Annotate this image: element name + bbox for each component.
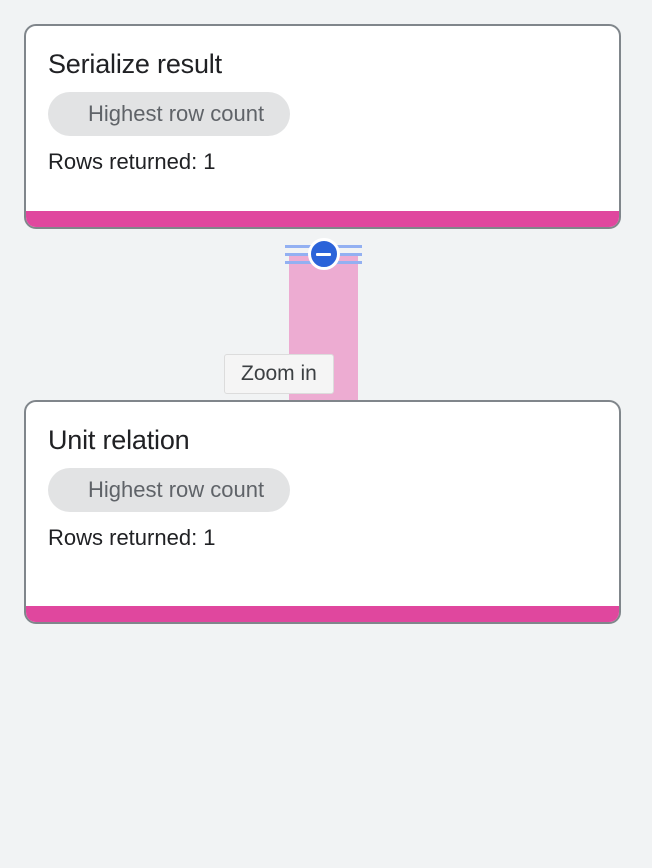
node-badge-highest-row-count: Highest row count [48, 468, 291, 512]
node-card-serialize-result[interactable]: Serialize result Highest row count Rows … [24, 24, 621, 229]
node-title: Serialize result [48, 49, 222, 79]
node-rows-returned: Rows returned: 1 [48, 149, 216, 174]
node-title: Unit relation [48, 425, 190, 455]
node-body: Serialize result Highest row count Rows … [26, 26, 619, 211]
node-badge-highest-row-count: Highest row count [48, 92, 291, 136]
node-accent-bar [26, 606, 619, 622]
node-rows-returned: Rows returned: 1 [48, 525, 216, 550]
tooltip-label: Zoom in [241, 362, 317, 385]
node-card-unit-relation[interactable]: Unit relation Highest row count Rows ret… [24, 400, 621, 624]
node-body: Unit relation Highest row count Rows ret… [26, 402, 619, 606]
edge-stripes-left [285, 245, 322, 264]
minus-circle-icon[interactable] [307, 238, 340, 270]
edge-stripes-right [325, 245, 362, 264]
node-accent-bar [26, 211, 619, 227]
tooltip-zoom-in: Zoom in [224, 354, 334, 394]
minus-glyph [316, 252, 331, 256]
